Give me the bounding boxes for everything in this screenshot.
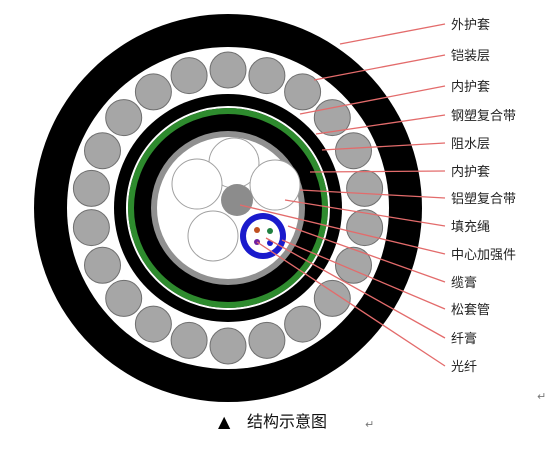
leader-line <box>284 199 446 227</box>
leader-line <box>339 23 446 45</box>
armor-wire <box>209 51 247 89</box>
armor-wire <box>170 57 208 95</box>
label-aluminum-plastic-tape: 铝塑复合带 <box>451 192 516 207</box>
label-filler-rope: 填充绳 <box>451 219 490 235</box>
label-loose-tube: 松套管 <box>451 302 490 318</box>
armor-wire <box>84 246 121 284</box>
label-armor-layer: 铠装层 <box>451 48 490 64</box>
leader-line <box>281 239 446 310</box>
leader-line <box>265 237 446 339</box>
armor-wire <box>284 73 322 111</box>
paragraph-mark: ↵ <box>537 390 546 403</box>
leader-line <box>239 204 446 255</box>
label-steel-plastic-tape: 钢塑复合带 <box>451 109 516 124</box>
central-strength-member <box>221 184 253 216</box>
leader-line <box>321 142 446 151</box>
leader-line <box>256 241 446 367</box>
optical-fiber <box>254 227 260 233</box>
fiber-gel <box>246 219 280 253</box>
caption-text: 结构示意图 <box>247 412 327 431</box>
leader-line <box>299 85 446 115</box>
filler-rope <box>171 158 223 210</box>
armor-wire <box>284 305 322 343</box>
leader-line <box>309 170 446 173</box>
armor-wire <box>209 327 247 365</box>
armor-wire <box>170 321 208 359</box>
paragraph-mark: ↵ <box>365 418 374 431</box>
water-blocking-layer <box>126 106 330 310</box>
leader-line <box>287 225 446 283</box>
armor-wire <box>105 279 143 317</box>
filler-rope <box>187 210 239 262</box>
label-cable-compound: 缆膏 <box>451 275 477 291</box>
leader-lines <box>239 23 446 367</box>
armor-wire <box>248 321 286 359</box>
armor-wire <box>346 169 384 207</box>
armor-wire <box>72 169 110 207</box>
label-water-blocking-layer: 阻水层 <box>451 137 490 152</box>
armor-wire <box>134 73 172 111</box>
armor-wire <box>84 132 121 170</box>
filler-rope <box>249 159 301 211</box>
label-outer-sheath: 外护套 <box>451 17 490 33</box>
label-inner-sheath: 内护套 <box>451 79 490 95</box>
armor-wire <box>313 279 351 317</box>
armor-wire <box>134 305 172 343</box>
leader-line <box>315 114 446 135</box>
optical-fiber <box>267 228 273 234</box>
armor-wire <box>248 57 286 95</box>
armor-wire <box>335 132 372 170</box>
leader-line <box>299 189 446 199</box>
armor-wire <box>72 209 110 247</box>
label-fiber-gel: 纤膏 <box>451 331 477 347</box>
label-optical-fiber: 光纤 <box>451 360 477 375</box>
component-labels: 外护套 铠装层 内护套 钢塑复合带 阻水层 内护套 铝塑复合带 填充绳 中心加强… <box>451 17 516 375</box>
label-inner-sheath-2: 内护套 <box>451 164 490 180</box>
armor-wire <box>105 99 143 137</box>
caption-triangle-icon: ▲ <box>218 412 231 431</box>
label-central-strength-member: 中心加强件 <box>451 248 516 263</box>
armor-wire <box>313 99 351 137</box>
filler-ropes <box>171 137 301 262</box>
leader-line <box>313 54 446 81</box>
steel-plastic-tape <box>128 108 328 308</box>
